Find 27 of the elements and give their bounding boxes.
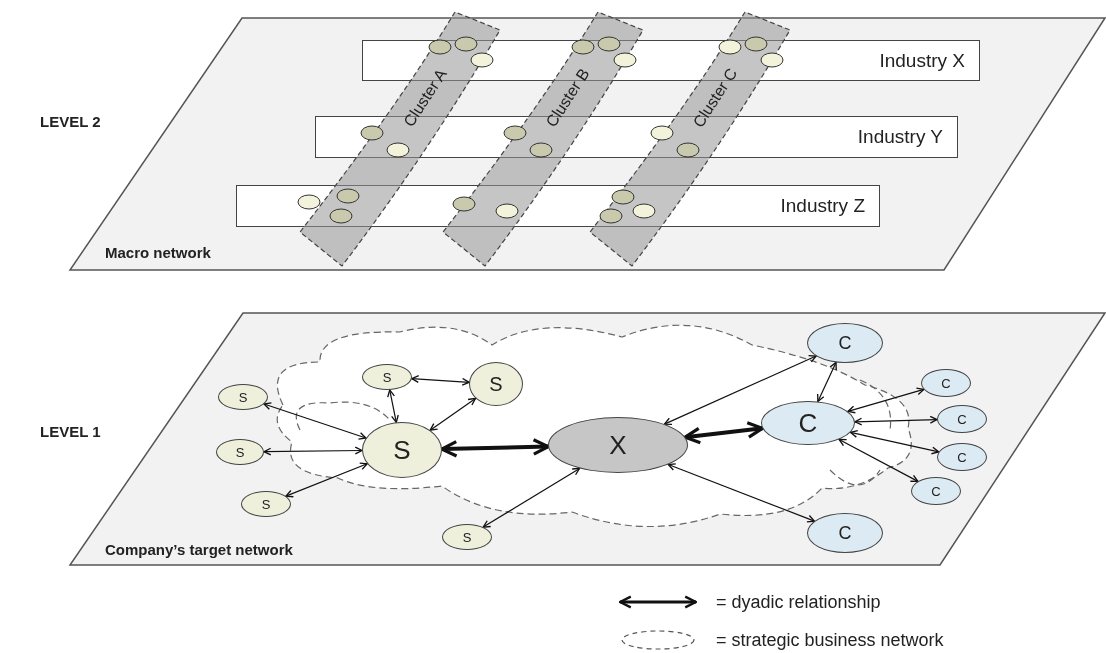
arrow: [263, 446, 363, 456]
plane-title: Macro network: [105, 244, 211, 261]
legend-text: = dyadic relationship: [716, 591, 881, 613]
legend-text: = strategic business network: [716, 629, 944, 651]
industry-band: [236, 185, 880, 227]
arrow: [667, 463, 816, 523]
arrow: [838, 438, 919, 483]
arrow: [817, 361, 837, 403]
arrow: [482, 467, 581, 528]
arrow: [683, 421, 764, 445]
arrow: [285, 462, 368, 498]
arrow: [411, 375, 470, 386]
band-label: Industry Z: [780, 195, 865, 217]
level-label: LEVEL 1: [40, 423, 101, 440]
level-label: LEVEL 2: [40, 113, 101, 130]
band-label: Industry X: [879, 49, 965, 72]
arrow: [263, 402, 367, 440]
arrow: [854, 415, 938, 426]
arrow: [849, 429, 940, 455]
arrow: [387, 389, 399, 423]
arrow: [440, 438, 550, 458]
plane-title: Company’s target network: [105, 541, 293, 558]
band-label: Industry Y: [857, 126, 943, 148]
arrow: [847, 387, 925, 414]
arrow: [429, 397, 477, 431]
arrow: [663, 355, 817, 426]
industry-band: [362, 40, 980, 81]
